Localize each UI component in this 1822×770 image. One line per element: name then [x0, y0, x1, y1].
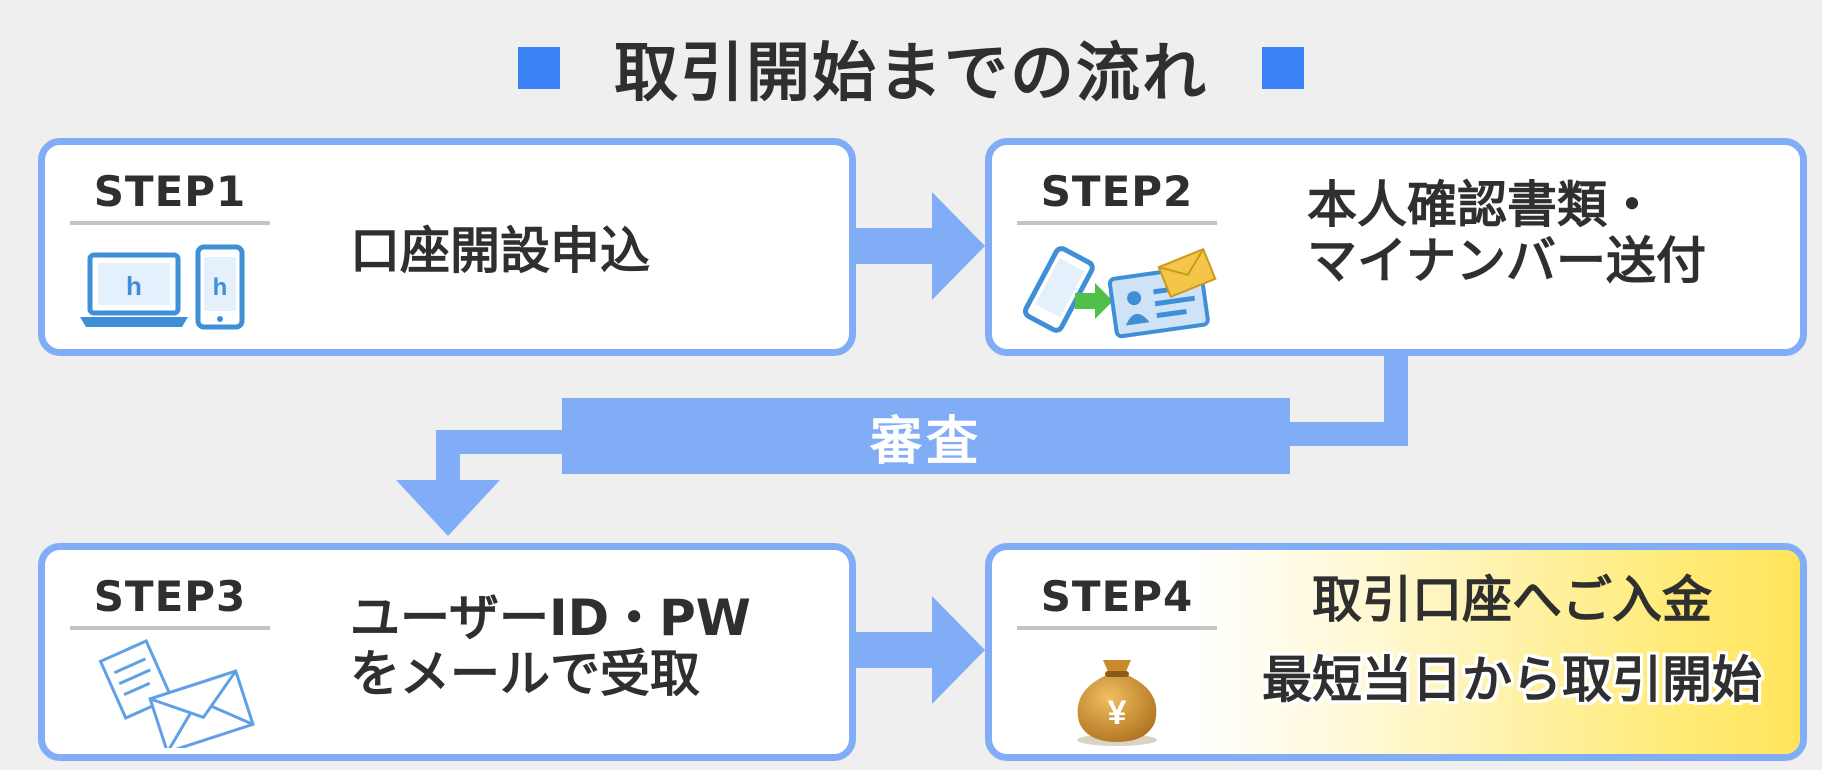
step3-label: STEP3: [93, 572, 247, 621]
step4-line1: 取引口座へご入金: [1312, 571, 1712, 629]
step2-line2: マイナンバー送付: [1307, 232, 1706, 290]
step4-label: STEP4: [1040, 572, 1194, 621]
step1-line1: 口座開設申込: [350, 222, 650, 280]
step2-label: STEP2: [1040, 167, 1194, 216]
title-text: 取引開始までの流れ: [614, 37, 1208, 111]
phone-to-id-card-icon: [1017, 233, 1217, 343]
step3-line2: をメールで受取: [350, 645, 700, 703]
laptop-and-phone-icon: h h: [70, 233, 270, 343]
step2-card: STEP2 本人確認書類・ マイナンバー送付: [985, 138, 1807, 356]
yen-money-bag-icon: ¥: [1017, 638, 1217, 748]
step1-text: 口座開設申込: [350, 223, 650, 279]
step3-divider: [70, 626, 270, 630]
svg-text:¥: ¥: [1108, 694, 1127, 732]
step3-text: ユーザーID・PW をメールで受取: [350, 590, 751, 702]
step2-text: 本人確認書類・ マイナンバー送付: [1307, 177, 1706, 289]
mail-envelope-icon: [70, 638, 270, 755]
step4-highlight-background: [1192, 550, 1800, 754]
title-square-right-icon: [1262, 47, 1304, 89]
review-label: 審査: [869, 411, 982, 472]
svg-text:h: h: [213, 274, 228, 301]
connector-review-right: [1285, 422, 1408, 446]
connector-step3-down: [436, 430, 460, 482]
step2-divider: [1017, 221, 1217, 225]
svg-text:h: h: [126, 271, 142, 301]
review-bar: [562, 398, 1290, 474]
arrow-step3-to-step4: [850, 596, 985, 704]
step2-line1: 本人確認書類・: [1307, 176, 1657, 234]
arrow-step1-to-step2: [850, 192, 985, 300]
step4-line2: 最短当日から取引開始: [1262, 651, 1762, 709]
step4-divider: [1017, 626, 1217, 630]
step3-card: STEP3 ユーザーID・PW をメールで受取: [38, 543, 856, 761]
page-title: 取引開始までの流れ: [0, 22, 1822, 114]
title-square-left-icon: [518, 47, 560, 89]
step3-line1: ユーザーID・PW: [350, 589, 751, 647]
step1-label: STEP1: [93, 167, 247, 216]
step1-card: STEP1 h h 口座開設申込: [38, 138, 856, 356]
arrow-down-to-step3: [396, 480, 500, 536]
step4-card: STEP4 ¥ 取引口座へご入金 最短当日から取引開始: [985, 543, 1807, 761]
step1-divider: [70, 221, 270, 225]
